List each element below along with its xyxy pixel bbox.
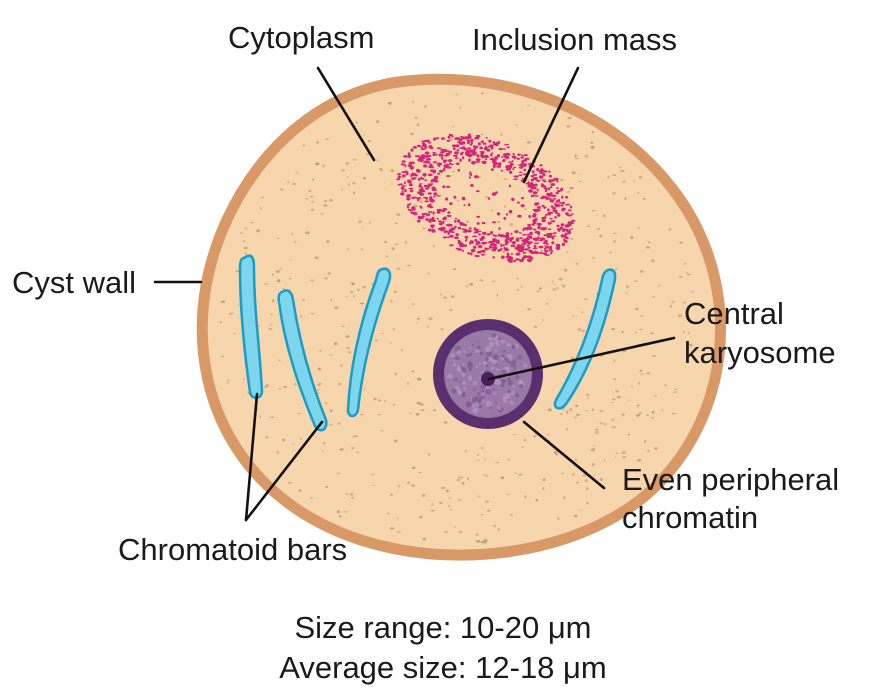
- label-karyosome: karyosome: [684, 335, 836, 370]
- chromatoid-bars-group: [238, 254, 617, 432]
- chromatoid-bar: [553, 268, 617, 410]
- leader-chromatoid-bar-1: [244, 392, 259, 522]
- nucleus: [433, 319, 543, 429]
- cytoplasm-granules: [219, 92, 697, 544]
- label-inclusion-mass: Inclusion mass: [472, 22, 677, 57]
- label-cyst-wall: Cyst wall: [12, 265, 136, 300]
- caption-average-size: Average size: 12-18 μm: [279, 650, 606, 685]
- label-chromatin: chromatin: [622, 500, 758, 535]
- cyst-wall: [196, 73, 726, 561]
- leader-central-karyosome: [487, 336, 676, 381]
- label-central: Central: [684, 296, 784, 331]
- leader-chromatoid-bar-2: [244, 420, 324, 522]
- label-cytoplasm: Cytoplasm: [228, 20, 374, 55]
- label-even-peripheral: Even peripheral: [622, 462, 839, 497]
- chromatoid-bar: [277, 289, 328, 432]
- leader-even-peripheral-chromatin: [522, 420, 606, 490]
- inclusion-mass: [396, 133, 576, 263]
- label-chromatoid-bars: Chromatoid bars: [118, 532, 347, 567]
- chromatoid-bar: [346, 267, 392, 418]
- leader-inclusion-mass: [522, 66, 580, 184]
- caption-size-range: Size range: 10-20 μm: [294, 610, 591, 645]
- leader-lines: [153, 66, 676, 522]
- nucleoplasm-texture: [447, 333, 528, 414]
- leader-cytoplasm: [316, 66, 376, 162]
